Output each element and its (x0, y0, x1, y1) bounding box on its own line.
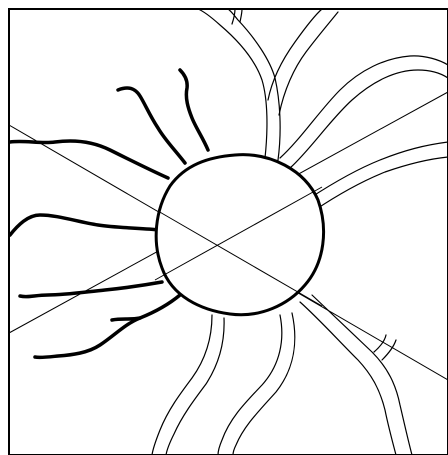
double-vessel-right-b (315, 157, 448, 210)
double-vessel-upper-right-a (280, 56, 448, 158)
double-vessel-top-branch-a (268, 9, 322, 100)
double-vessel-top-stub-b (240, 9, 242, 22)
thick-vessel-bottom-fork (112, 318, 140, 320)
double-vessel-bottom-left-a (152, 315, 212, 455)
double-vessel-bottom-a (218, 315, 282, 455)
double-vessel-bottom-b (233, 313, 295, 455)
double-vessel-right-a (310, 142, 448, 198)
double-vessel-bottom-left-b (166, 318, 224, 455)
thick-vessel-upper-left (10, 141, 168, 178)
thick-vessel-bottom-left (35, 295, 180, 357)
double-vessel-top-stub-a (232, 9, 235, 24)
double-vessel-top-a (198, 9, 267, 158)
double-vessel-top-branch-b (279, 12, 338, 115)
thick-vessel-middle-left (10, 215, 160, 235)
double-vessel-upper-right-b (290, 70, 448, 168)
double-vessel-lower-right-a (300, 302, 396, 455)
double-vessel-lower-right-b (312, 295, 412, 455)
thick-vessel-top (180, 70, 208, 150)
central-disc (156, 155, 323, 315)
thick-vessel-top-left (118, 88, 185, 163)
thick-vessel-lower-left (20, 282, 162, 297)
